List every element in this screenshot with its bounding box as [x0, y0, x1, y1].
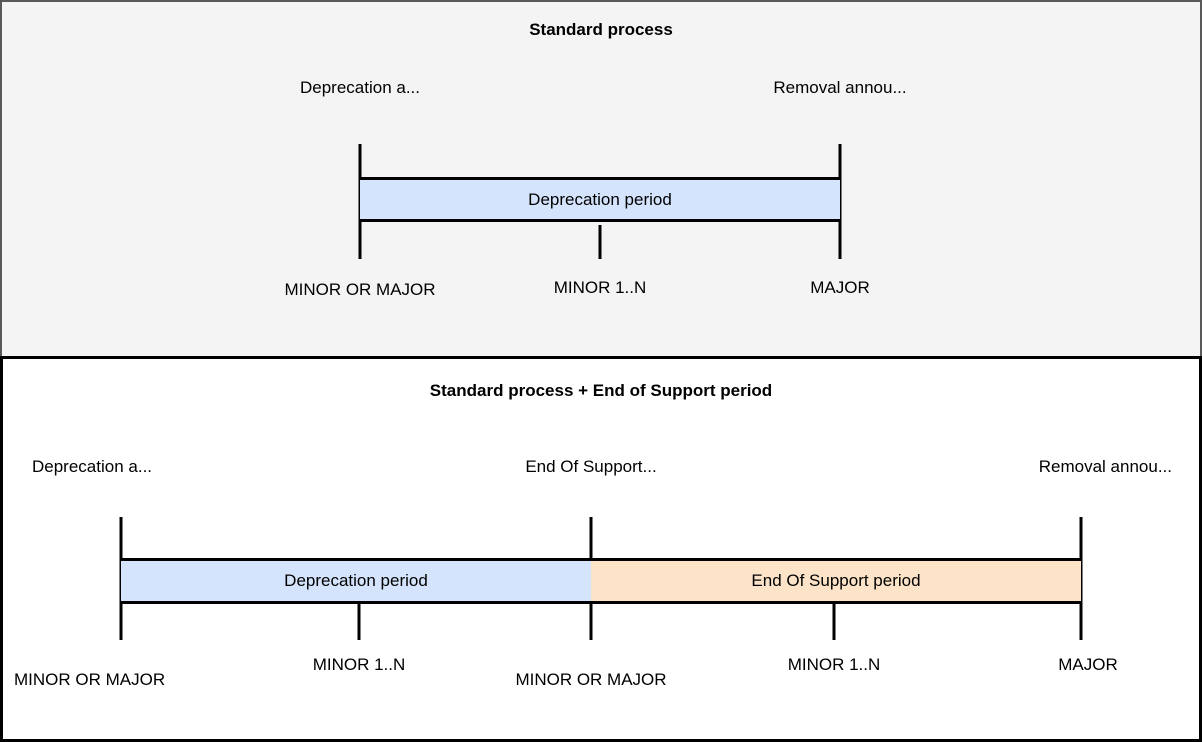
axis-label-minor-1n-top: MINOR 1..N	[553, 278, 647, 297]
axis-label-minor-or-major-bottom-2: MINOR OR MAJOR	[515, 670, 667, 689]
panel-standard-plus-end-of-support: Standard process + End of Support period	[0, 356, 1202, 742]
bar-end-of-support-period-bottom: End Of Support period	[591, 558, 1081, 604]
axis-label-minor-1n-bottom-2: MINOR 1..N	[787, 655, 881, 674]
tick-line-major-top	[838, 144, 842, 259]
tick-line-minor-1n-bottom-2	[832, 602, 836, 640]
bar-label-end-of-support-period-bottom: End Of Support period	[751, 571, 921, 590]
milestone-label-removal-announcement-bottom: Removal annou...	[1038, 457, 1172, 476]
milestone-label-removal-announcement-top: Removal annou...	[773, 78, 907, 97]
axis-label-major-top: MAJOR	[810, 278, 870, 297]
milestone-label-end-of-support-bottom: End Of Support...	[525, 457, 657, 476]
milestone-label-deprecation-announcement-bottom: Deprecation a...	[32, 457, 153, 476]
tick-line-minor-1n-top	[598, 225, 602, 259]
axis-label-minor-or-major-top: MINOR OR MAJOR	[284, 280, 436, 299]
panel-standard-process-title: Standard process	[529, 20, 673, 39]
bar-deprecation-period-top: Deprecation period	[360, 177, 840, 222]
bar-label-deprecation-period-top: Deprecation period	[528, 189, 672, 209]
tick-line-major-bottom	[1079, 517, 1083, 640]
bar-deprecation-period-bottom: Deprecation period	[121, 558, 591, 604]
axis-label-minor-or-major-bottom-1: MINOR OR MAJOR	[14, 670, 166, 689]
axis-label-minor-1n-bottom-1: MINOR 1..N	[312, 655, 406, 674]
bar-label-deprecation-period-bottom: Deprecation period	[284, 571, 428, 590]
axis-label-major-bottom: MAJOR	[1058, 655, 1118, 674]
milestone-label-deprecation-announcement-top: Deprecation a...	[299, 78, 421, 97]
tick-line-minor-1n-bottom-1	[357, 602, 361, 640]
panel-standard-plus-end-of-support-title: Standard process + End of Support period	[429, 381, 773, 400]
